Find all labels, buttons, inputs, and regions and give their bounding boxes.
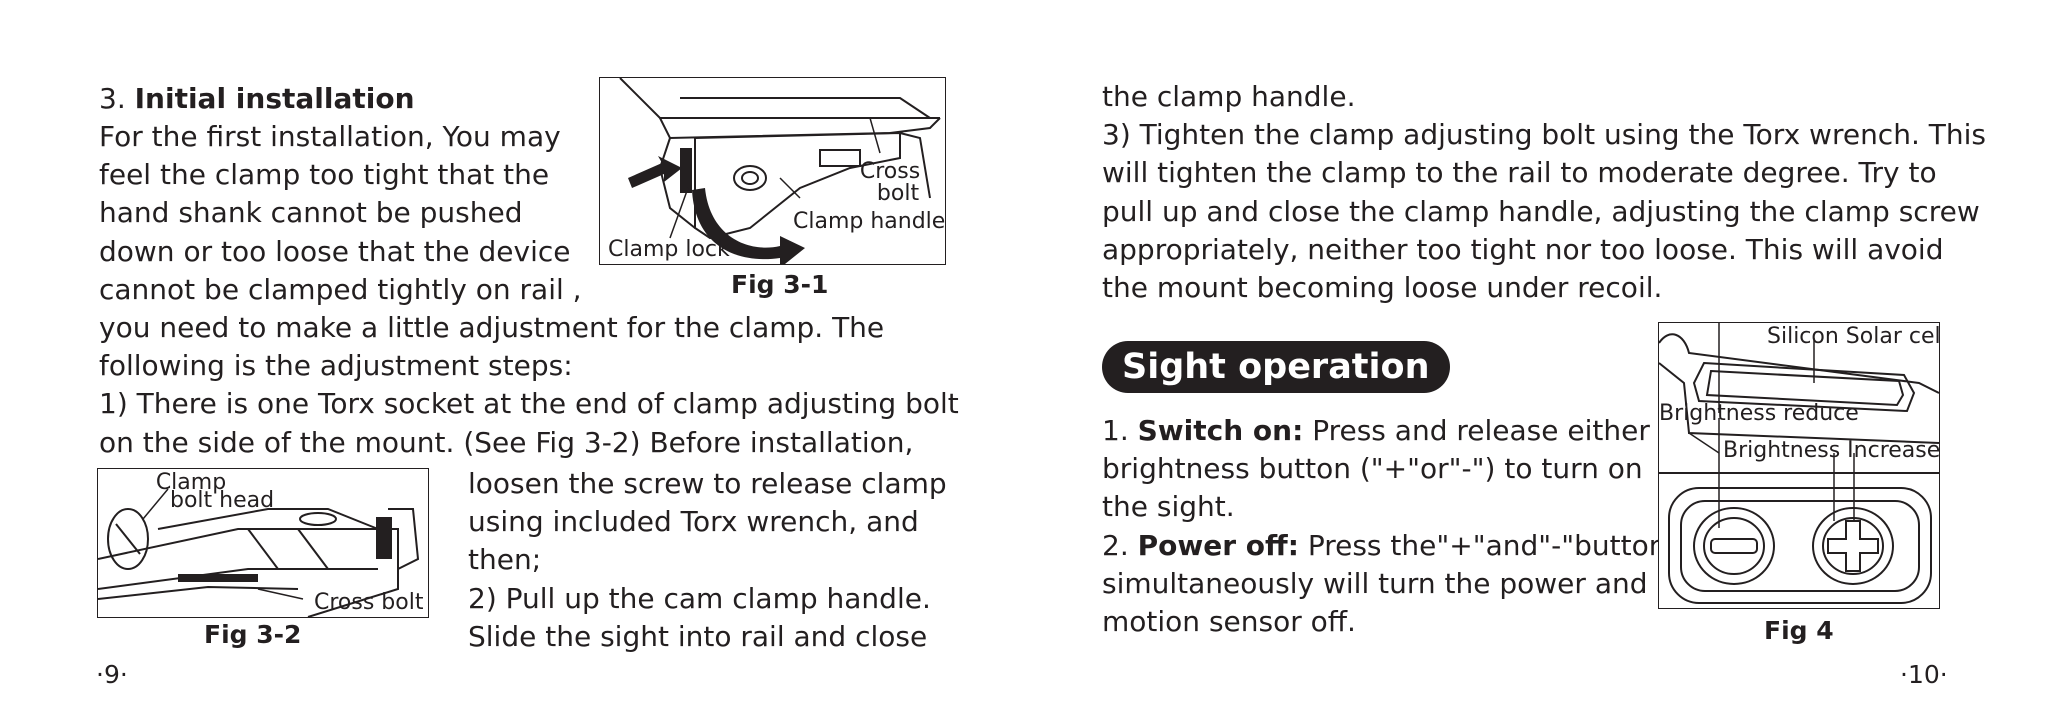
text-line: on the side of the mount. (See Fig 3-2) … (99, 425, 914, 459)
section-heading: 3. Initial installation (99, 80, 415, 118)
text-line: appropriately, neither too tight nor too… (1102, 232, 1944, 266)
label-bolt: bolt (877, 181, 920, 206)
text-line: you need to make a little adjustment for… (99, 311, 885, 344)
text-line: then; (468, 543, 542, 577)
text-line: the clamp handle. (1102, 80, 1356, 113)
text-line: feel the clamp too tight that the (99, 158, 550, 192)
clamp-illustration: Cross bolt Clamp handle Clamp lock (608, 78, 945, 264)
text-line: will tighten the clamp to the rail to mo… (1102, 156, 1937, 190)
text-line: hand shank cannot be pushed (99, 196, 523, 230)
label-clamp: Clamp (156, 470, 226, 495)
text-line: 2) Pull up the cam clamp handle. (468, 581, 931, 615)
text-line: For the first installation, You may (99, 120, 561, 153)
step-switch-on: 1. Switch on: Press and release either (1102, 414, 1650, 447)
label-bolt-head: bolt head (170, 488, 274, 513)
text-line: Slide the sight into rail and close (468, 619, 928, 653)
button-panel-illustration: Silicon Solar cell Brightness reduce Bri… (1659, 323, 1939, 604)
section-title-pill: Sight operation (1102, 341, 1450, 393)
text-line: motion sensor off. (1102, 605, 1356, 639)
intro-paragraph: For the first installation, You may feel… (99, 118, 582, 309)
bolt-illustration: Clamp bolt head Cross bolt (98, 470, 424, 617)
label-brightness-increase: Brightness Increase (1723, 438, 1939, 463)
figure-4: Silicon Solar cell Brightness reduce Bri… (1658, 322, 1940, 609)
continued-paragraph: the clamp handle. 3) Tighten the clamp a… (1102, 78, 1986, 307)
label-clamp-handle: Clamp handle (793, 209, 945, 234)
figure-3-1: Cross bolt Clamp handle Clamp lock (599, 77, 946, 265)
step-power-off: 2. Power off: Press the"+"and"-"buttons (1102, 528, 1682, 562)
text-line: loosen the screw to release clamp (468, 467, 947, 500)
label-brightness-reduce: Brightness reduce (1659, 401, 1859, 426)
label-cross: Cross (860, 159, 920, 184)
text-line: simultaneously will turn the power and (1102, 566, 1648, 600)
text-line: pull up and close the clamp handle, adju… (1102, 194, 1980, 228)
section-heading-title: Initial installation (134, 82, 415, 115)
step-label: Power off: (1137, 528, 1299, 562)
text-line: cannot be clamped tightly on rail , (99, 272, 582, 306)
adjustment-paragraph: you need to make a little adjustment for… (99, 309, 959, 462)
figure-4-caption: Fig 4 (1764, 616, 1834, 645)
operation-steps: 1. Switch on: Press and release either b… (1102, 412, 1681, 641)
step-label: Switch on: (1137, 414, 1304, 447)
page-number-right: ·10· (1900, 660, 1948, 689)
text-line: down or too loose that the device (99, 234, 571, 268)
page-number-left: ·9· (96, 660, 128, 689)
text-line: following is the adjustment steps: (99, 349, 573, 383)
text-line: 1) There is one Torx socket at the end o… (99, 387, 959, 421)
text-line: 3) Tighten the clamp adjusting bolt usin… (1102, 118, 1986, 152)
text-line: using included Torx wrench, and (468, 505, 919, 539)
steps-paragraph: loosen the screw to release clamp using … (468, 465, 947, 656)
section-heading-number: 3. (99, 82, 126, 115)
label-clamp-lock: Clamp lock (608, 237, 730, 262)
figure-3-2: Clamp bolt head Cross bolt (97, 468, 429, 618)
figure-3-2-caption: Fig 3-2 (204, 620, 302, 649)
figure-3-1-caption: Fig 3-1 (731, 270, 829, 299)
label-solar-cell: Silicon Solar cell (1767, 324, 1939, 349)
label-cross-bolt: Cross bolt (314, 590, 424, 615)
text-line: the sight. (1102, 490, 1235, 524)
text-line: brightness button ("+"or"-") to turn on (1102, 452, 1643, 486)
text-line: the mount becoming loose under recoil. (1102, 271, 1663, 305)
